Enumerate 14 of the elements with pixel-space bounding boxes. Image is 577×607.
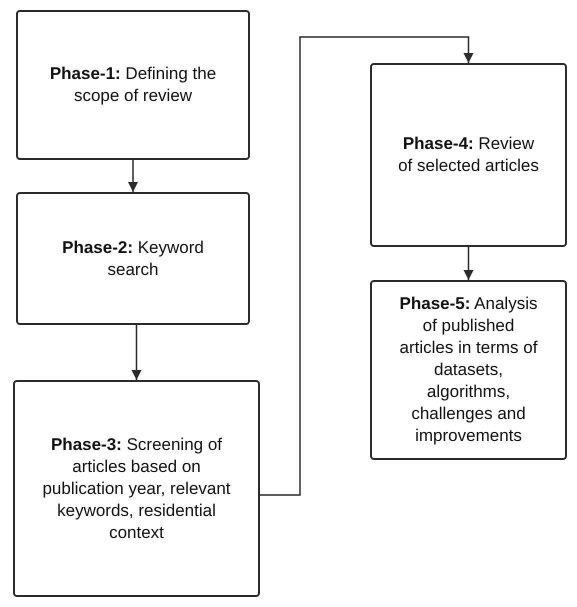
arrow [128, 160, 138, 192]
phase-text: Phase-1: Defining the scope of review [48, 63, 218, 107]
process-box [13, 380, 260, 597]
arrow [132, 325, 142, 380]
process-box [16, 192, 250, 325]
process-box [370, 280, 567, 460]
phase-text: Phase-5: Analysis of published articles in terms of datasets, algorithms, challenges and improvements [398, 293, 538, 447]
process-box [16, 10, 250, 160]
phase-text: Phase-3: Screening of articles based on publication year, relevant keywords, residential context [41, 434, 232, 544]
arrow [464, 247, 474, 280]
phase-text: Phase-4: Review of selected articles [397, 133, 540, 177]
arrow [260, 36, 474, 496]
process-box [370, 63, 567, 247]
phase-text: Phase-2: Keyword search [61, 236, 205, 280]
